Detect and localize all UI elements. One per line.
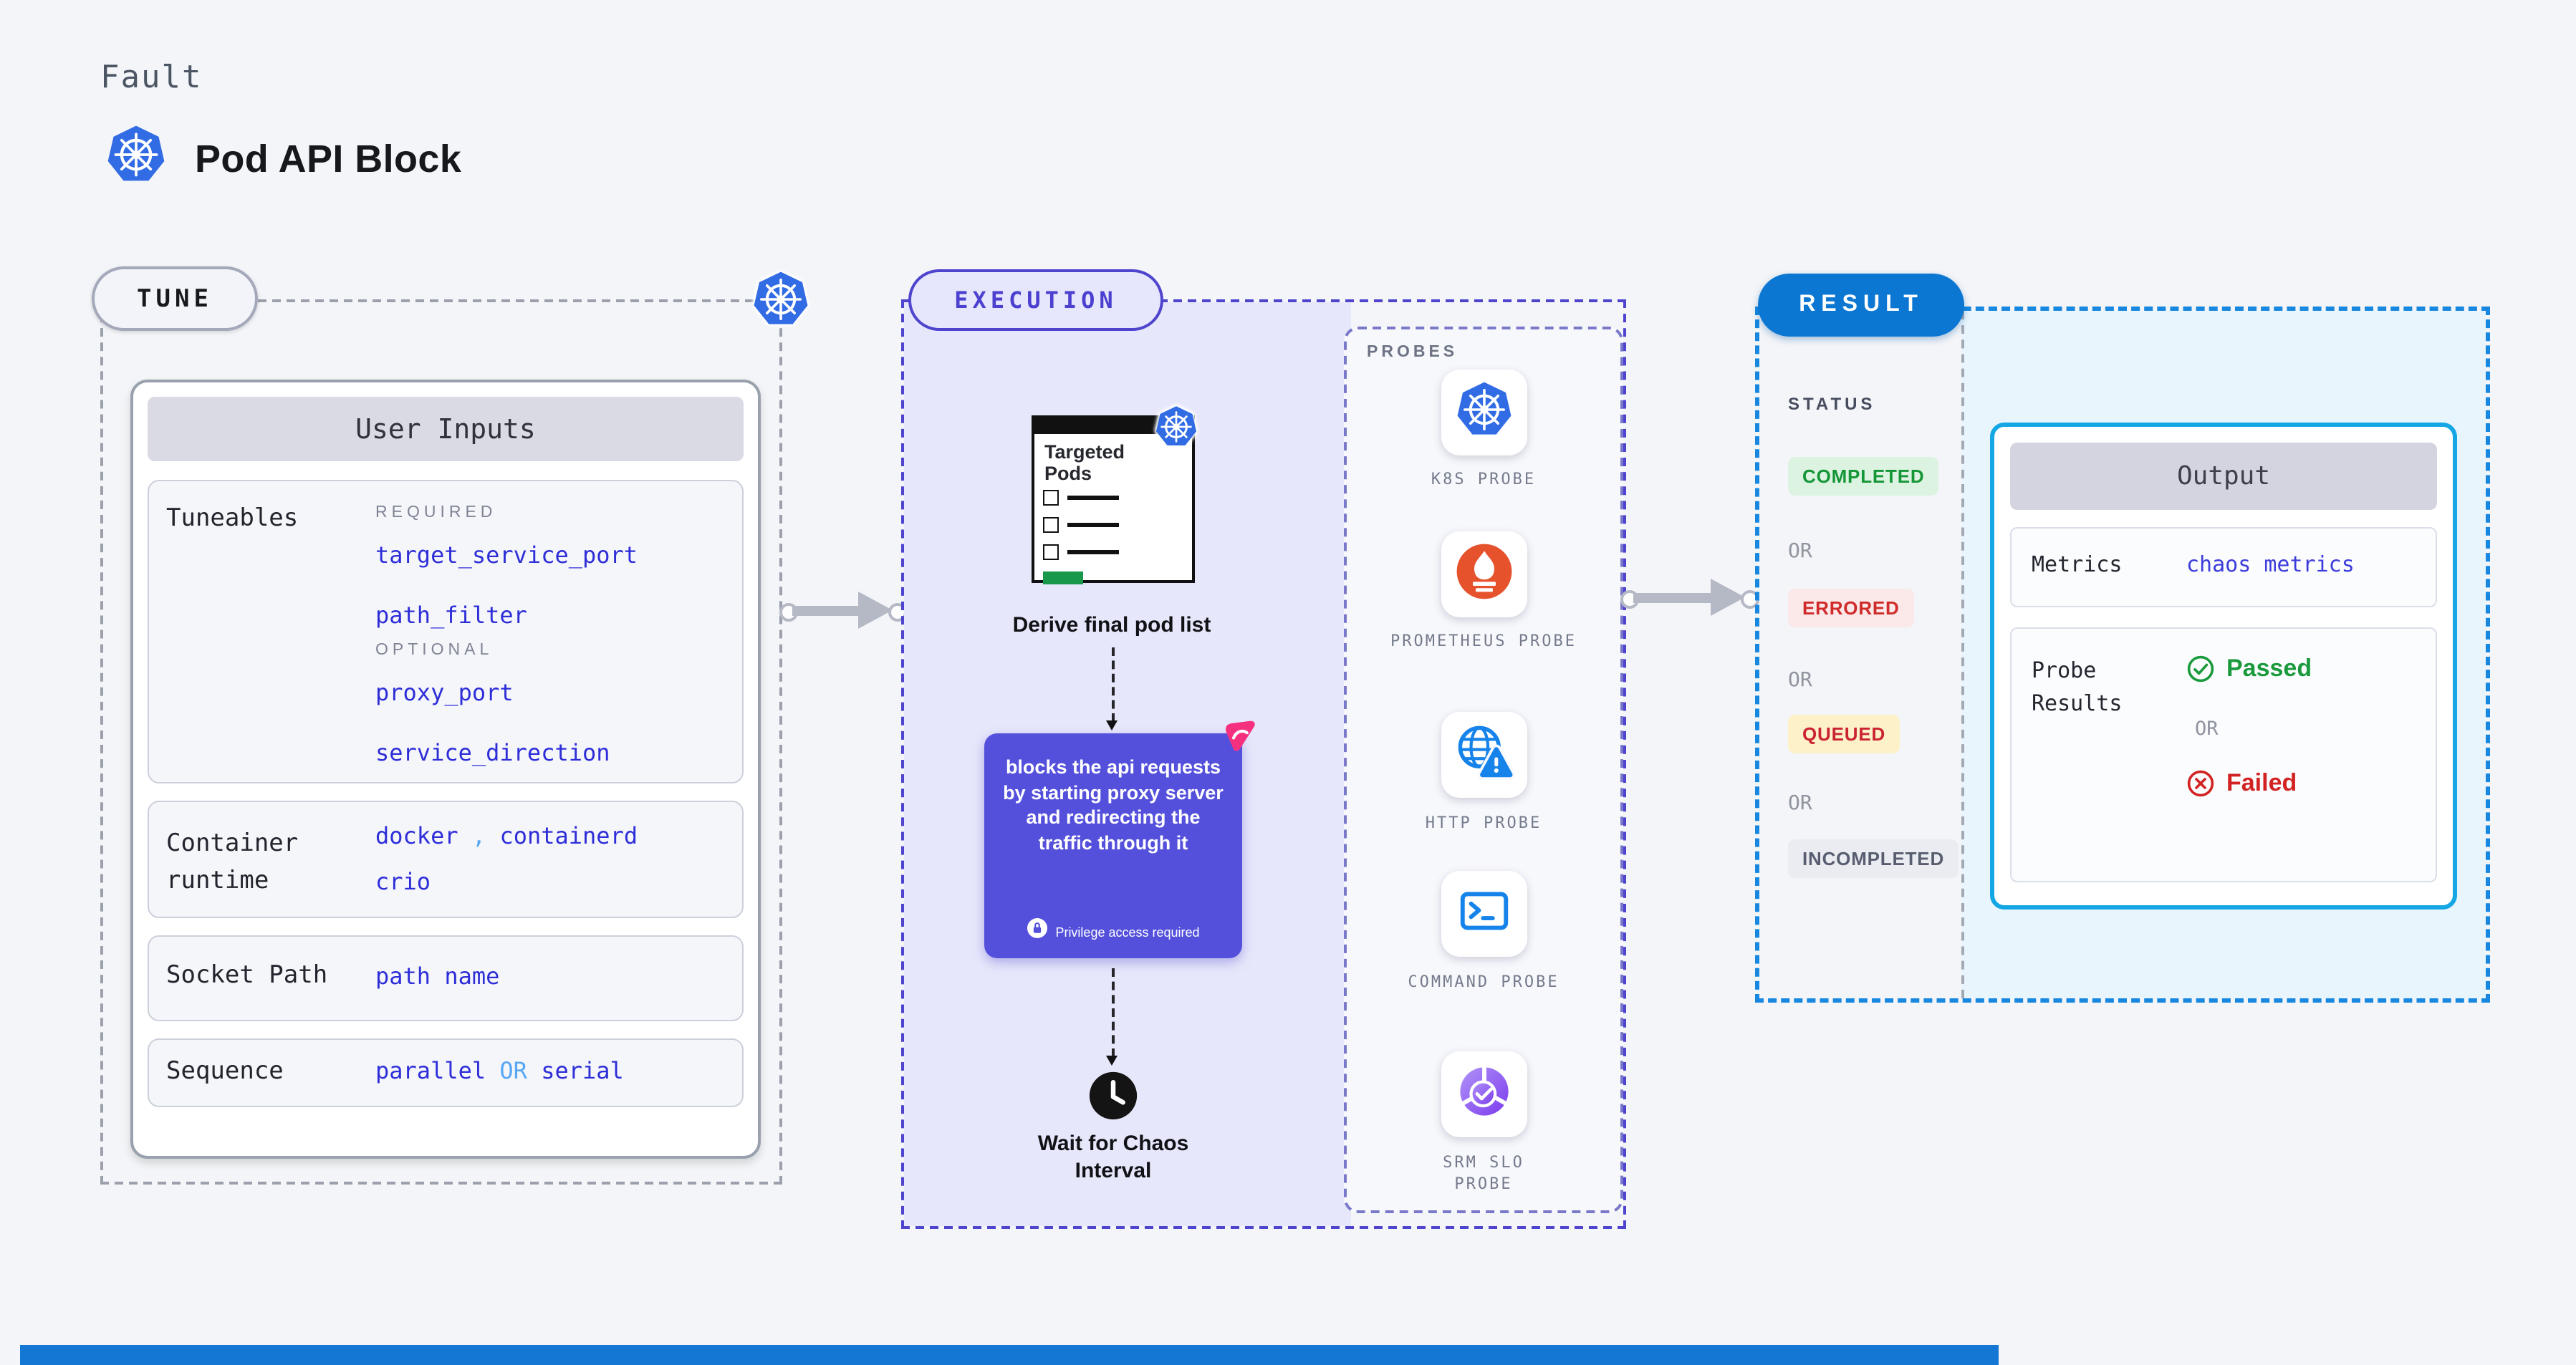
fault-action-text: blocks the api requests by starting prox…: [1003, 756, 1224, 853]
terminal-icon: [1454, 880, 1514, 947]
tuneable-link-service-direction[interactable]: service_direction: [375, 739, 610, 766]
failed-x-icon: [2186, 769, 2215, 805]
wait-interval-label: Wait for Chaos Interval: [1037, 1132, 1189, 1183]
container-runtime-row: Container runtime docker , containerd cr…: [148, 801, 744, 918]
fault-kicker: Fault: [100, 60, 203, 96]
status-or: OR: [1788, 540, 1812, 563]
fault-action-box: blocks the api requests by starting prox…: [984, 733, 1242, 958]
command-probe-card: [1441, 871, 1527, 957]
metrics-row: Metrics chaos metrics: [2010, 527, 2437, 607]
required-label: REQUIRED: [375, 504, 497, 521]
status-badge-queued: QUEUED: [1788, 715, 1900, 753]
prometheus-probe-card: [1441, 531, 1527, 617]
probes-label: PROBES: [1367, 344, 1458, 361]
runtime-value-crio[interactable]: crio: [375, 868, 431, 895]
status-badge-errored: ERRORED: [1788, 589, 1914, 627]
status-output-divider: [1961, 311, 1964, 998]
output-header: Output: [2010, 443, 2437, 510]
runtime-separator: ,: [471, 822, 486, 849]
tune-badge: TUNE: [92, 266, 258, 331]
kubernetes-icon: [1456, 379, 1513, 446]
status-or: OR: [1788, 669, 1812, 692]
pod-list-item: [1043, 517, 1192, 533]
result-badge: RESULT: [1758, 274, 1964, 337]
slo-pie-check-icon: [1454, 1061, 1514, 1128]
command-probe-label: COMMAND PROBE: [1408, 973, 1559, 991]
passed-label: Passed: [2226, 655, 2312, 682]
optional-label: OPTIONAL: [375, 642, 494, 659]
sequence-or: OR: [499, 1057, 527, 1084]
pod-list-item: [1043, 490, 1192, 506]
tuneable-link-target-service-port[interactable]: target_service_port: [375, 541, 638, 569]
tuneable-link-path-filter[interactable]: path_filter: [375, 602, 527, 629]
metrics-value[interactable]: chaos metrics: [2186, 551, 2355, 577]
status-badge-incompleted: INCOMPLETED: [1788, 839, 1959, 878]
flow-connector-down: [1106, 968, 1118, 1066]
privilege-note: Privilege access required: [1055, 925, 1200, 939]
arrow-execution-to-result: [1620, 579, 1759, 616]
socket-path-value[interactable]: path name: [375, 963, 500, 990]
probe-results-row: Probe Results Passed OR Failed: [2010, 627, 2437, 882]
clock-icon: [1087, 1070, 1139, 1129]
srm-slo-probe-card: [1441, 1051, 1527, 1137]
metrics-label: Metrics: [2032, 551, 2123, 577]
litmus-chaos-icon: [1222, 719, 1256, 761]
container-runtime-label: Container runtime: [166, 829, 299, 895]
status-or: OR: [1788, 792, 1812, 815]
status-badge-completed: COMPLETED: [1788, 457, 1939, 496]
kubernetes-icon: [1155, 404, 1198, 457]
bottom-accent-bar: [20, 1345, 1999, 1365]
status-label: STATUS: [1788, 394, 1876, 414]
window-titlebar: [1034, 418, 1192, 434]
sequence-value-parallel[interactable]: parallel: [375, 1057, 486, 1084]
user-inputs-header: User Inputs: [148, 397, 744, 461]
probes-panel: PROBES K8S PROBE PROMETHEUS PROBE HTTP P…: [1344, 327, 1623, 1213]
globe-warning-icon: [1454, 721, 1514, 788]
lock-icon: [1027, 918, 1047, 945]
runtime-value-docker[interactable]: docker: [375, 822, 458, 849]
targeted-pods-title: Targeted Pods: [1044, 441, 1125, 484]
pod-list-item: [1043, 544, 1192, 560]
targeted-pods-window: Targeted Pods: [1032, 415, 1195, 584]
arrow-tune-to-execution: [779, 592, 907, 629]
k8s-probe-label: K8S PROBE: [1431, 470, 1537, 488]
prometheus-probe-label: PROMETHEUS PROBE: [1390, 632, 1577, 650]
probe-results-label: Probe Results: [2032, 657, 2123, 716]
tune-section: [100, 299, 782, 1185]
tuneable-link-proxy-port[interactable]: proxy_port: [375, 679, 514, 706]
http-probe-label: HTTP PROBE: [1425, 814, 1542, 832]
runtime-value-containerd[interactable]: containerd: [499, 822, 638, 849]
tuneables-label: Tuneables: [166, 504, 299, 533]
socket-path-row: Socket Path path name: [148, 935, 744, 1021]
output-card: Output Metrics chaos metrics Probe Resul…: [1990, 423, 2457, 910]
k8s-probe-card: [1441, 370, 1527, 455]
socket-path-label: Socket Path: [166, 961, 328, 990]
tuneables-row: Tuneables REQUIRED target_service_port p…: [148, 480, 744, 783]
srm-slo-probe-label: SRM SLO PROBE: [1443, 1153, 1524, 1192]
prometheus-icon: [1456, 542, 1513, 607]
probe-results-or: OR: [2195, 718, 2219, 741]
kubernetes-icon: [752, 269, 809, 337]
flow-connector-down: [1106, 647, 1118, 730]
derive-pod-list-label: Derive final pod list: [1012, 613, 1211, 637]
passed-check-icon: [2186, 655, 2215, 690]
execution-badge: EXECUTION: [908, 269, 1163, 331]
progress-bar: [1043, 571, 1083, 584]
http-probe-card: [1441, 712, 1527, 798]
user-inputs-card: User Inputs Tuneables REQUIRED target_se…: [130, 380, 761, 1159]
kubernetes-icon: [106, 123, 166, 193]
sequence-label: Sequence: [166, 1057, 284, 1086]
page-title: Pod API Block: [195, 138, 462, 180]
sequence-row: Sequence parallel OR serial: [148, 1038, 744, 1107]
sequence-value-serial[interactable]: serial: [541, 1057, 624, 1084]
failed-label: Failed: [2226, 769, 2297, 796]
